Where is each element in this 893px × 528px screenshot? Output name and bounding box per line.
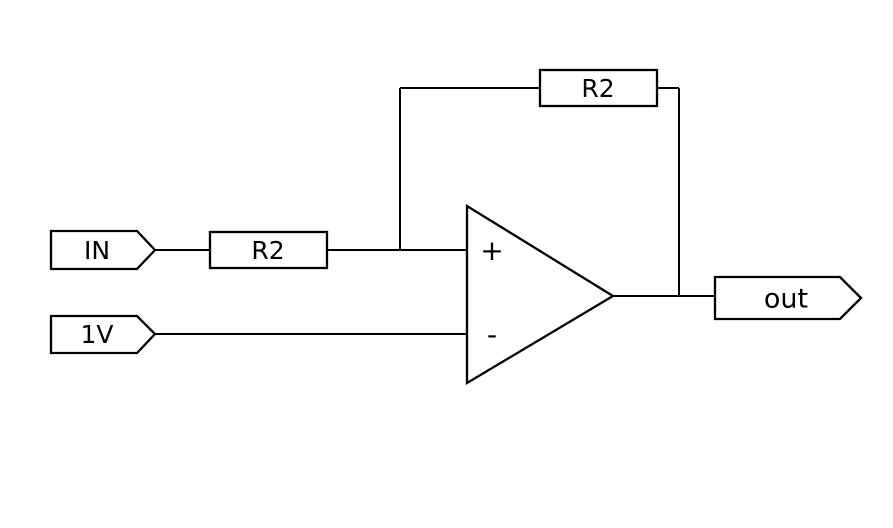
- out-port-label: out: [764, 283, 808, 314]
- feedback-resistor: R2: [538, 68, 659, 108]
- opamp-triangle: [465, 203, 616, 386]
- v1-port: 1V: [49, 314, 157, 355]
- in-port-shape: [49, 229, 157, 271]
- opamp: + -: [465, 203, 616, 386]
- in-port: IN: [49, 229, 157, 271]
- wires: [155, 87, 715, 335]
- input-resistor: R2: [208, 230, 329, 270]
- feedback-resistor-label: R2: [581, 74, 614, 103]
- out-port: out: [713, 275, 863, 321]
- opamp-noninverting-input-label: +: [480, 234, 503, 267]
- in-port-label: IN: [84, 236, 110, 265]
- input-resistor-label: R2: [251, 236, 284, 265]
- input-resistor-body: [208, 230, 329, 270]
- feedback-resistor-body: [538, 68, 659, 108]
- out-port-shape: [713, 275, 863, 321]
- v1-port-shape: [49, 314, 157, 355]
- v1-port-label: 1V: [80, 320, 113, 349]
- opamp-inverting-input-label: -: [487, 318, 497, 351]
